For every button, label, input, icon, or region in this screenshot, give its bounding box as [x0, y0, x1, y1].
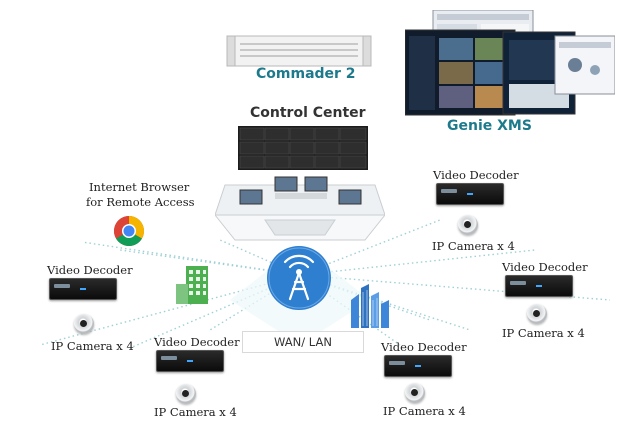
decoder-label-bottom-right: Video Decoder [381, 340, 467, 354]
camera-icon [176, 384, 196, 404]
server-rack-icon [226, 35, 372, 67]
camera-label-right: IP Camera x 4 [502, 326, 585, 340]
camera-icon [527, 304, 547, 324]
decoder-icon [49, 278, 117, 300]
decoder-label-right: Video Decoder [502, 260, 588, 274]
city-icon [351, 284, 389, 328]
camera-label-left: IP Camera x 4 [51, 339, 134, 353]
decoder-icon [156, 350, 224, 372]
wireless-tower [266, 245, 332, 311]
camera-label-top-right: IP Camera x 4 [432, 239, 515, 253]
control-center-title: Control Center [250, 105, 366, 121]
genie-title: Genie XMS [447, 118, 532, 134]
decoder-label-bottom-left: Video Decoder [154, 335, 240, 349]
camera-label-bottom-left: IP Camera x 4 [154, 405, 237, 419]
genie-screens [404, 9, 616, 120]
commander-title: Commader 2 [256, 66, 356, 82]
control-room [213, 165, 387, 245]
building [172, 262, 216, 306]
decoder-icon [505, 275, 573, 297]
wan-lan-label: WAN/ LAN [274, 335, 332, 349]
video-wall [238, 126, 368, 170]
building-icon [176, 266, 208, 304]
chrome-icon [113, 216, 145, 247]
decoder-icon [384, 355, 452, 377]
wan-lan-box: WAN/ LAN [242, 331, 364, 353]
browser-label-line2: for Remote Access [86, 195, 195, 209]
wireless-tower-icon [267, 246, 331, 310]
camera-icon [74, 314, 94, 334]
city [345, 282, 393, 330]
camera-label-bottom-right: IP Camera x 4 [383, 404, 466, 418]
decoder-icon [436, 183, 504, 205]
decoder-label-left: Video Decoder [47, 263, 133, 277]
camera-icon [458, 215, 478, 235]
monitor-wall-icon [238, 126, 368, 170]
decoder-label-top-right: Video Decoder [433, 168, 519, 182]
chrome-icon [113, 215, 145, 247]
software-screens-icon [404, 9, 616, 116]
control-desk-icon [213, 176, 387, 241]
commander-server [226, 35, 372, 67]
browser-label-line1: Internet Browser [89, 180, 190, 194]
camera-icon [405, 383, 425, 403]
